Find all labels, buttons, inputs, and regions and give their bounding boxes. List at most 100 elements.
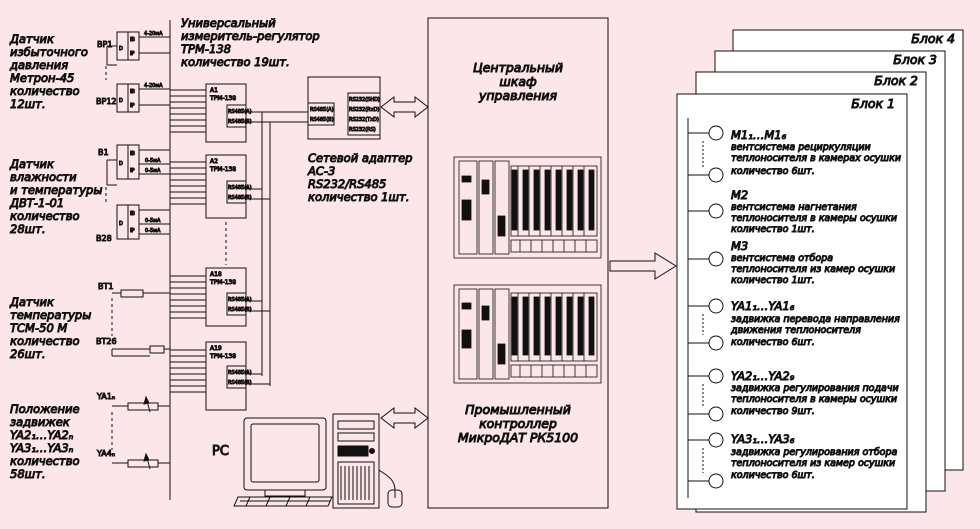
- label-blocks-items-0-lines-2: количество 6шт.: [731, 166, 815, 177]
- label-blocks-items-0-lines-0: вентсистема рециркуляции: [731, 142, 871, 153]
- pc-monitor: [243, 417, 327, 497]
- label-adapter-ports_right-2: RS232(TxD): [349, 117, 379, 123]
- label-blocks-items-3-lines-2: количество 6шт.: [731, 337, 815, 348]
- pc-label: PC: [212, 444, 229, 459]
- label-blocks-items-4-lines-0: задвижка регулирования подачи: [731, 383, 899, 394]
- mouse-icon: [378, 469, 403, 508]
- label-meter-units-0-model: ТРМ-138: [209, 95, 236, 102]
- central-cabinet: [427, 17, 609, 509]
- label-sensors-pressure-lines-2: давления: [9, 58, 68, 72]
- label-sensors-dampers-lines-1: задвижек: [10, 415, 70, 429]
- label-sensors-dampers-lines-4: количество: [10, 454, 80, 468]
- label-sensors-dampers-lines-5: 58шт.: [10, 467, 46, 481]
- label-adapter-ports_right-1: RS232(RxD): [349, 107, 379, 113]
- label-sensors-temperature-lines-2: ТСМ-50 М: [10, 321, 67, 335]
- label-blocks-items-3-lines-1: движения теплоносителя: [730, 325, 861, 336]
- label-sensors-dampers-lines-2: YA2₁…YA2ₙ: [10, 428, 74, 442]
- label-sensors-humidity-lines-5: 28шт.: [10, 222, 46, 236]
- actuator-m2: M2 вентсистема нагнетания теплоносителя …: [688, 188, 898, 236]
- label-pin_labels-2: IP: [130, 168, 135, 174]
- label-blocks-items-0-lines-1: теплоносителя в камерах осушки: [731, 153, 901, 164]
- label-sensors-temperature-lines-0: Датчик: [9, 295, 54, 309]
- label-adapter-ports_left-1: RS485(B): [310, 117, 334, 123]
- label-cabinet-title_lines-2: управления: [478, 88, 558, 103]
- label-pin_labels-0: D: [119, 161, 123, 167]
- meter-a2: A2 ТРМ-138 RS485(A) RS485(B): [205, 154, 252, 219]
- label-sensors-humidity-lines-3: ДВТ-1-01: [9, 196, 64, 210]
- label-meter-lines-2: ТРМ-138: [181, 42, 231, 56]
- adapter-caption: Сетевой адаптер АС-3 RS232/RS485 количес…: [307, 151, 413, 205]
- humidity-sensor-b1: D IB IP 0-5мА 0-5мА: [106, 144, 170, 186]
- block-1-label: Блок 1: [851, 96, 895, 111]
- meter-a1: A1 ТРМ-138 RS485(A) RS485(B): [205, 83, 252, 143]
- controller-caption: Промышленный контроллер МикроДАТ РК5100: [457, 402, 578, 446]
- label-pin_labels-1: IB: [130, 89, 135, 95]
- adapter-to-cabinet-arrow: [380, 95, 429, 119]
- pc-keyboard: [233, 496, 333, 507]
- temperature-sensor-label: Датчик температуры ТСМ-50 М количество 2…: [9, 295, 92, 362]
- label-blocks-items-2-lines-0: вентсистема отбора: [731, 253, 833, 264]
- label-adapter-lines-1: АС-3: [307, 164, 335, 178]
- label-meter-lines-3: количество 19шт.: [181, 55, 290, 69]
- tag-bt26: BT26: [96, 337, 117, 346]
- label-blocks-items-5-lines-2: количество 6шт.: [731, 470, 815, 481]
- label-pin_labels-0: D: [119, 46, 123, 52]
- label-pin_labels-1: IB: [130, 211, 135, 217]
- meter-caption: Универсальный измеритель-регулятор ТРМ-1…: [181, 16, 321, 70]
- label-blocks-items-3-lines-0: задвижка перевода направления: [731, 314, 900, 325]
- label-blocks-items-2-code: M3: [731, 239, 748, 253]
- label-pin_labels-0: D: [119, 221, 123, 227]
- label-sensors-humidity-signal: 0-5мА: [145, 228, 161, 234]
- actuator-ya1: YA1₁…YA1₆ задвижка перевода направления …: [688, 298, 901, 351]
- network-adapter: RS485(A) RS485(B) RS232(SHD) RS232(RxD) …: [307, 76, 381, 140]
- label-pin_labels-2: IP: [130, 228, 135, 234]
- actuator-ya3: YA3₁…YA3₆ задвижка регулирования отбора …: [688, 432, 898, 489]
- actuator-ya2: YA2₁…YA2₉ задвижка регулирования подачи …: [688, 368, 899, 422]
- label-sensors-pressure-lines-3: Метрон-45: [10, 71, 74, 85]
- label-sensors-pressure-signal: 4-20мА: [144, 31, 163, 37]
- label-meter-port_a: RS485(A): [228, 297, 252, 303]
- label-sensors-pressure-lines-0: Датчик: [9, 32, 54, 46]
- label-adapter-ports_left-0: RS485(A): [310, 107, 334, 113]
- label-meter-port_a: RS485(A): [228, 185, 252, 191]
- label-sensors-temperature-lines-3: количество: [10, 334, 80, 348]
- controller-rack-2: [453, 284, 602, 384]
- humidity-sensor-b28: D IB IP 0-5мА 0-5мА: [116, 204, 170, 240]
- label-meter-units-2-id: A18: [210, 271, 222, 278]
- label-meter-port_b: RS485(B): [228, 380, 252, 386]
- label-meter-units-3-id: A19: [210, 345, 222, 352]
- cabinet-to-blocks-arrow: [609, 252, 677, 280]
- pressure-sensor-label: Датчик избыточного давления Метрон-45 ко…: [9, 32, 89, 112]
- label-sensors-humidity-signal: 0-5мА: [145, 158, 161, 164]
- label-sensors-humidity-lines-2: и температуры: [10, 183, 102, 197]
- label-sensors-temperature-lines-1: температуры: [10, 308, 91, 322]
- label-meter-units-2-model: ТРМ-138: [209, 279, 236, 286]
- tag-bp1: BP1: [97, 40, 112, 49]
- label-blocks-items-1-lines-1: теплоносителя в камеры осушки: [731, 213, 897, 224]
- label-cabinet-title_lines-0: Центральный: [473, 60, 563, 75]
- label-meter-port_b: RS485(B): [228, 119, 252, 125]
- label-sensors-pressure-signal: 4-20мА: [144, 83, 163, 89]
- label-sensors-humidity-signal: 0-5мА: [145, 218, 161, 224]
- label-sensors-humidity-lines-0: Датчик: [9, 157, 54, 171]
- label-sensors-dampers-lines-0: Положение: [10, 402, 80, 416]
- label-cabinet-title_lines-1: шкаф: [499, 74, 537, 89]
- block-2-label: Блок 2: [874, 73, 918, 88]
- block-3-label: Блок 3: [893, 52, 937, 67]
- meter-wiring: [170, 89, 206, 393]
- damper-pot-ya1: [112, 395, 170, 413]
- label-adapter-ports_right-3: RS232(RS): [349, 127, 376, 133]
- pressure-sensor-bp1: D IB IP 4-20мА: [106, 31, 170, 66]
- tag-b28: B28: [96, 234, 112, 243]
- label-blocks-items-1-code: M2: [731, 188, 748, 202]
- label-sensors-dampers-lines-3: YA3₁…YA3ₙ: [10, 441, 74, 455]
- label-cabinet-controller_lines-0: Промышленный: [465, 402, 571, 417]
- label-blocks-items-1-lines-0: вентсистема нагнетания: [731, 202, 857, 213]
- label-pin_labels-2: IP: [130, 103, 135, 109]
- label-blocks-items-5-lines-1: теплоносителя из камер осушки: [731, 458, 895, 469]
- pressure-sensor-bp12: D IB IP 4-20мА: [116, 83, 170, 113]
- label-blocks-items-5-lines-0: задвижка регулирования отбора: [731, 447, 898, 458]
- label-sensors-pressure-lines-4: количество: [10, 84, 80, 98]
- label-meter-port_a: RS485(A): [228, 370, 252, 376]
